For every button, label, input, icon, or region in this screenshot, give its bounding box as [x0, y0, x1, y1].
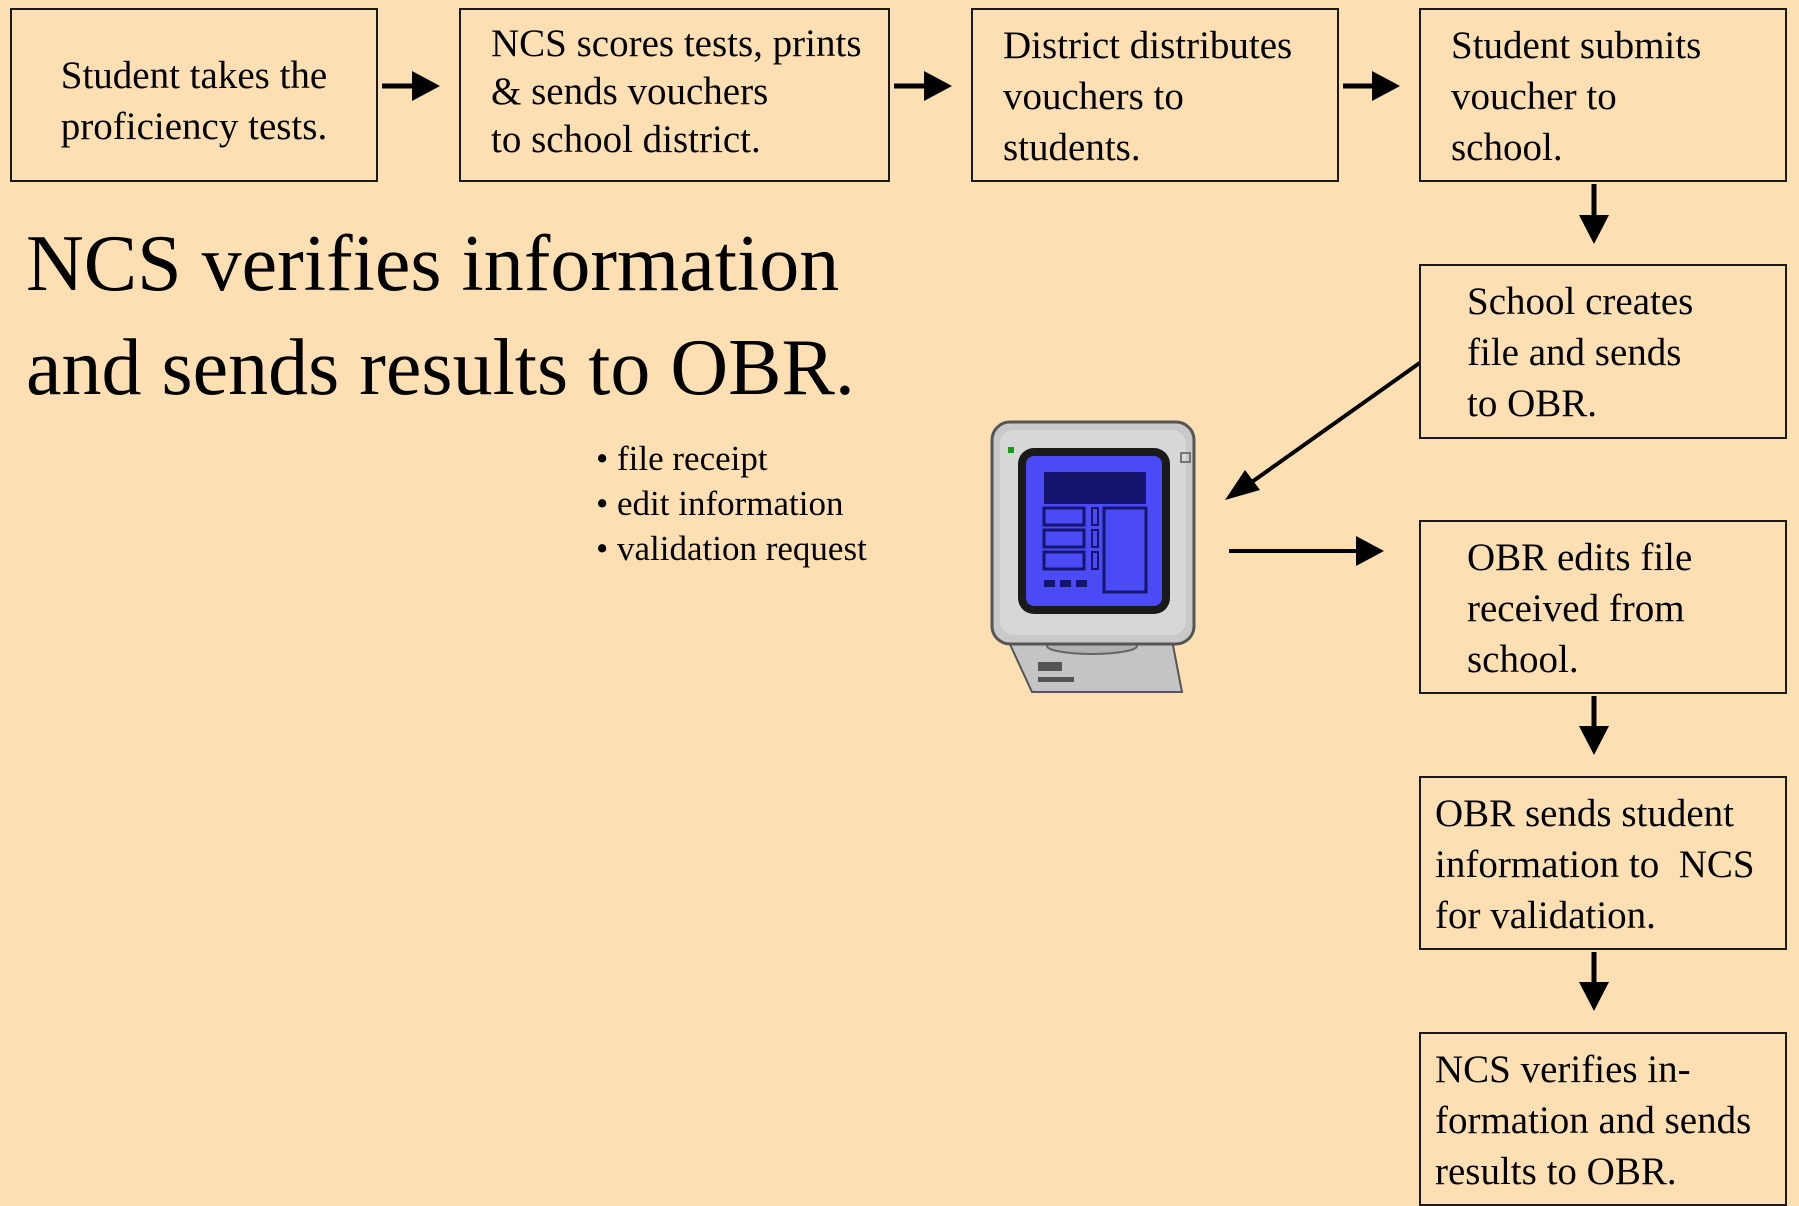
step-box-district-distributes: District distributes vouchers to student… [971, 8, 1339, 182]
arrow-b6-b7 [1579, 696, 1609, 755]
step-line: voucher to [1451, 75, 1617, 118]
step-line: proficiency tests. [60, 105, 328, 148]
step-line: school. [1451, 126, 1563, 169]
step-line: Student takes the [60, 54, 328, 97]
step-line: file and sends [1467, 331, 1682, 374]
step-box-obr-edits-file: OBR edits file received from school. [1419, 520, 1787, 694]
bullet-item: validation request [596, 526, 867, 571]
computer-monitor-icon [990, 420, 1196, 693]
step-line: formation and sends [1435, 1099, 1752, 1142]
step-line: OBR sends student [1435, 792, 1735, 835]
arrow-b5-computer [1225, 360, 1423, 500]
headline-line-2: and sends results to OBR. [26, 324, 855, 412]
arrow-b4-b5 [1579, 184, 1609, 244]
step-box-ncs-scores-tests: NCS scores tests, prints & sends voucher… [459, 8, 890, 182]
step-line: school. [1467, 638, 1579, 681]
step-box-student-takes-tests: Student takes the proficiency tests. [10, 8, 378, 182]
step-line: & sends vouchers [491, 70, 769, 113]
arrow-b3-b4 [1343, 71, 1400, 101]
arrow-b2-b3 [894, 71, 952, 101]
step-line: received from [1467, 587, 1685, 630]
step-line: to OBR. [1467, 382, 1598, 425]
step-line: School creates [1467, 280, 1694, 323]
step-line: for validation. [1435, 894, 1656, 937]
step-line: results to OBR. [1435, 1150, 1677, 1193]
step-line: NCS verifies in- [1435, 1048, 1691, 1091]
headline-line-1: NCS verifies information [26, 220, 840, 308]
bullet-item: edit information [596, 481, 867, 526]
arrow-b1-b2 [382, 71, 440, 101]
step-line: OBR edits file [1467, 536, 1693, 579]
step-line: vouchers to [1003, 75, 1184, 118]
step-line: students. [1003, 126, 1141, 169]
step-box-ncs-verifies: NCS verifies in- formation and sends res… [1419, 1032, 1787, 1206]
step-line: Student submits [1451, 24, 1702, 67]
arrow-b7-b8 [1579, 952, 1609, 1011]
bullet-item: file receipt [596, 436, 867, 481]
bullet-list: file receipt edit information validation… [596, 436, 867, 571]
step-box-obr-sends-info: OBR sends student information to NCS for… [1419, 776, 1787, 950]
step-line: NCS scores tests, prints [491, 22, 862, 65]
step-box-student-submits: Student submits voucher to school. [1419, 8, 1787, 182]
headline: NCS verifies information and sends resul… [26, 212, 855, 420]
step-line: information to NCS [1435, 843, 1755, 886]
step-box-school-creates-file: School creates file and sends to OBR. [1419, 264, 1787, 439]
step-line: District distributes [1003, 24, 1293, 67]
step-line: to school district. [491, 118, 761, 161]
arrow-computer-b6 [1229, 536, 1384, 566]
